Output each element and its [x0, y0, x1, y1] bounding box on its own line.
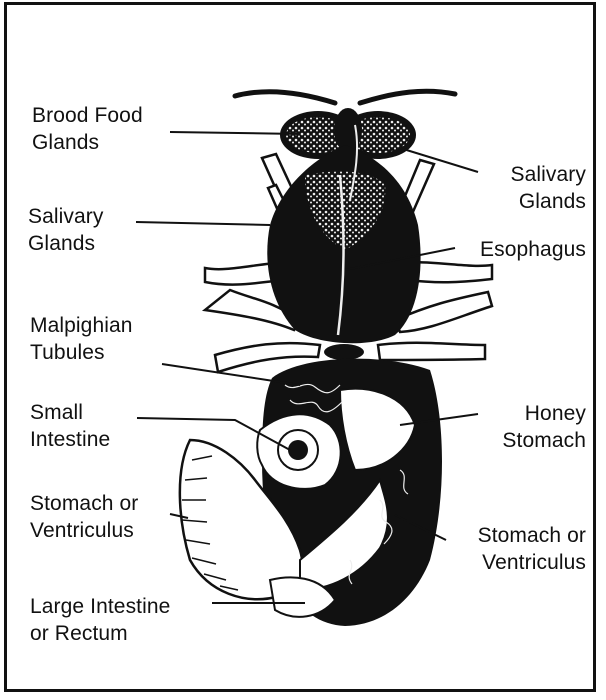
label-large-intestine: Large Intestine or Rectum — [30, 593, 170, 647]
petiole — [324, 344, 364, 360]
abdomen — [180, 359, 442, 626]
thorax — [267, 125, 420, 343]
label-stomach-right: Stomach or Ventriculus — [478, 522, 586, 576]
label-malpighian-tubules: Malpighian Tubules — [30, 312, 133, 366]
label-stomach-left: Stomach or Ventriculus — [30, 490, 138, 544]
label-salivary-glands-left: Salivary Glands — [28, 203, 104, 257]
label-esophagus: Esophagus — [480, 236, 586, 263]
label-small-intestine: Small Intestine — [30, 399, 110, 453]
label-brood-food-glands: Brood Food Glands — [32, 102, 143, 156]
antennae — [235, 91, 455, 103]
label-salivary-glands-right: Salivary Glands — [511, 161, 587, 215]
label-honey-stomach: Honey Stomach — [502, 400, 586, 454]
